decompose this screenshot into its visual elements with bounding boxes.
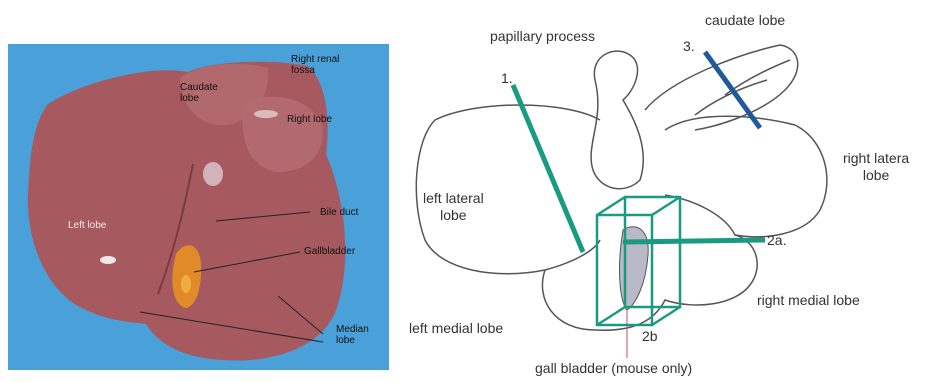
cut-box-edge	[652, 307, 680, 325]
photo-highlight	[203, 162, 223, 186]
liver-diagram-panel: papillary process caudate lobe right lat…	[395, 0, 933, 383]
label-right-renal-fossa: Right renal fossa	[291, 54, 339, 76]
label-right-medial-lobe: right medial lobe	[757, 292, 860, 309]
label-gall-bladder: gall bladder (mouse only)	[535, 360, 692, 377]
caudate-lobe-outline	[645, 45, 798, 130]
label-right-lateral-lobe: right latera lobe	[843, 150, 909, 184]
cut-box-edge	[652, 197, 680, 215]
label-median-lobe: Median lobe	[336, 324, 369, 346]
photo-highlight	[100, 256, 116, 264]
marker-3: 3.	[683, 38, 695, 55]
label-left-medial-lobe: left medial lobe	[409, 320, 503, 337]
cut-box-edge	[597, 307, 625, 325]
label-left-lateral-lobe: left lateral lobe	[423, 190, 484, 224]
marker-2a: 2a.	[767, 232, 786, 249]
label-gallbladder: Gallbladder	[304, 246, 355, 257]
label-caudate-lobe: Caudate lobe	[180, 82, 218, 104]
cut-box-edge	[597, 197, 625, 215]
right-lateral-lobe-outline	[665, 116, 827, 236]
photo-highlight	[181, 275, 191, 293]
label-papillary-process: papillary process	[490, 28, 595, 45]
marker-2b: 2b	[642, 328, 658, 345]
label-caudate-lobe: caudate lobe	[705, 12, 785, 29]
cut-line-2a	[623, 240, 765, 242]
marker-1: 1.	[501, 70, 513, 87]
label-bile-duct: Bile duct	[320, 207, 358, 218]
label-left-lobe: Left lobe	[68, 220, 106, 231]
label-right-lobe: Right lobe	[287, 114, 332, 125]
photo-highlight	[254, 110, 278, 118]
liver-photo-panel: Right renal fossa Caudate lobe Right lob…	[8, 44, 389, 370]
